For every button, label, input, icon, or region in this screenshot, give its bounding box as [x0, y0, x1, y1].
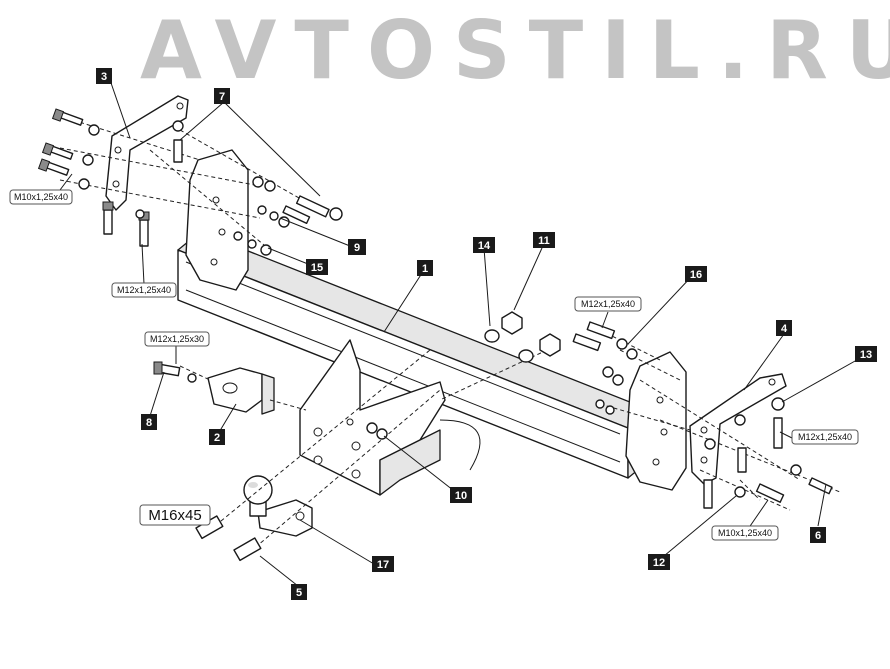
- svg-text:13: 13: [860, 349, 872, 361]
- left-bracket: [105, 95, 189, 211]
- part-tag-15: 15: [306, 259, 328, 275]
- svg-text:17: 17: [377, 559, 389, 571]
- part-tag-7: 7: [214, 88, 230, 104]
- assembly-lines: [59, 115, 841, 553]
- socket-bracket: [207, 367, 275, 415]
- svg-text:6: 6: [815, 530, 821, 542]
- part-tag-8: 8: [141, 414, 157, 430]
- svg-text:14: 14: [478, 240, 491, 252]
- left-bolt-set: [37, 108, 184, 247]
- part-tag-16: 16: [685, 266, 707, 282]
- svg-text:M12x1,25x40: M12x1,25x40: [581, 299, 635, 309]
- watermark: AVTOSTIL.RU: [140, 4, 890, 97]
- right-hardware: [572, 321, 833, 509]
- part-tag-3: 3: [96, 68, 112, 84]
- bolt-label-right-side: M12x1,25x40: [791, 429, 859, 445]
- right-mount-plate: [625, 351, 687, 491]
- svg-text:15: 15: [311, 262, 323, 274]
- bolt-label-bracket-2: M12x1,25x30: [144, 331, 210, 347]
- svg-text:7: 7: [219, 91, 225, 103]
- bolt-label-left-bottom: M12x1,25x40: [111, 282, 177, 298]
- bolt-label-right-top: M12x1,25x40: [574, 296, 642, 312]
- svg-text:M12x1,25x30: M12x1,25x30: [150, 334, 204, 344]
- svg-text:4: 4: [781, 323, 788, 335]
- bolt-label-right-bottom: M10x1,25x40: [711, 525, 779, 541]
- part-tag-17: 17: [372, 556, 394, 572]
- part-tag-13: 13: [855, 346, 877, 362]
- left-mount-plate: [185, 149, 249, 291]
- part-tag-2: 2: [209, 429, 225, 445]
- part-tag-12: 12: [648, 554, 670, 570]
- bolt-label-top-left: M10x1,25x40: [9, 189, 73, 205]
- long-bolt-7: [282, 195, 343, 225]
- right-bracket: [689, 373, 787, 485]
- part-tag-11: 11: [533, 232, 555, 248]
- bolt-label-ball-bolt: M16x45: [139, 504, 211, 526]
- center-hardware: [484, 311, 561, 363]
- svg-text:5: 5: [296, 587, 302, 599]
- svg-text:3: 3: [101, 71, 107, 83]
- svg-text:10: 10: [455, 490, 467, 502]
- part-tag-10: 10: [450, 487, 472, 503]
- svg-text:8: 8: [146, 417, 152, 429]
- tow-ball-assembly: [243, 475, 313, 537]
- part-tag-1: 1: [417, 260, 433, 276]
- svg-text:M12x1,25x40: M12x1,25x40: [117, 285, 171, 295]
- svg-text:2: 2: [214, 432, 220, 444]
- svg-text:M16x45: M16x45: [148, 507, 201, 524]
- svg-text:16: 16: [690, 269, 702, 281]
- svg-text:1: 1: [422, 263, 428, 275]
- leader-lines: [59, 79, 865, 587]
- svg-text:12: 12: [653, 557, 665, 569]
- hitch-drop-plate: [299, 339, 481, 496]
- part-tag-4: 4: [776, 320, 792, 336]
- svg-text:M12x1,25x40: M12x1,25x40: [798, 432, 852, 442]
- svg-text:11: 11: [538, 235, 550, 247]
- svg-text:M10x1,25x40: M10x1,25x40: [718, 528, 772, 538]
- part-tag-6: 6: [810, 527, 826, 543]
- part-tag-14: 14: [473, 237, 495, 253]
- svg-text:M10x1,25x40: M10x1,25x40: [14, 192, 68, 202]
- part-tag-5: 5: [291, 584, 307, 600]
- left-plate-hardware: [233, 176, 290, 256]
- part-tag-9: 9: [348, 239, 366, 255]
- svg-text:9: 9: [354, 242, 360, 254]
